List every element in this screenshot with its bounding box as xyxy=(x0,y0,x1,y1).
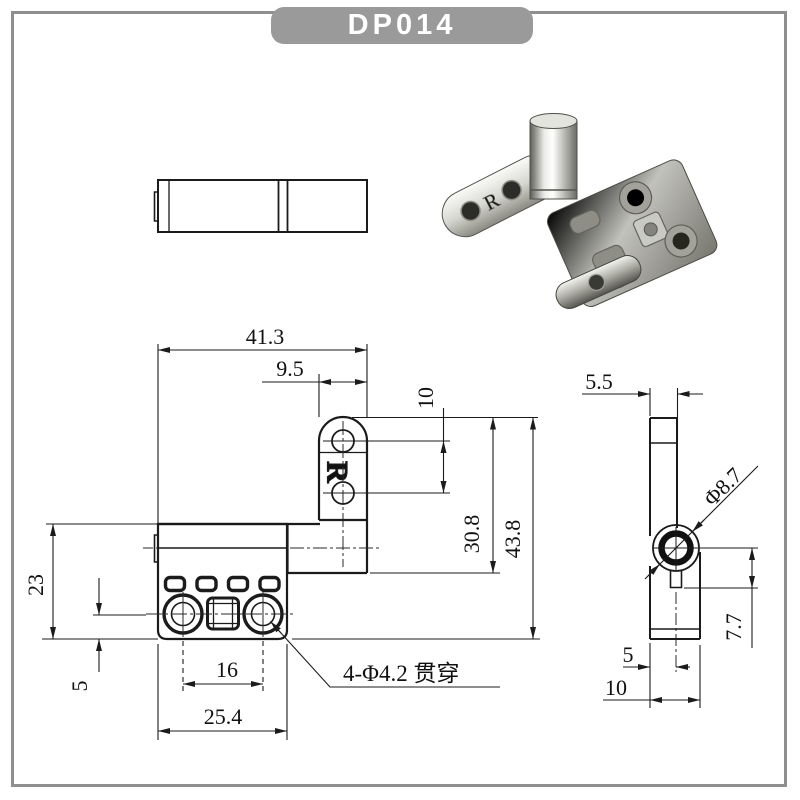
top-view xyxy=(153,179,368,233)
vent-slots xyxy=(163,575,281,593)
part-number: DP014 xyxy=(347,9,457,41)
side-view xyxy=(649,417,701,640)
dim-hole-to-bottom: 5 xyxy=(67,681,92,692)
dimensions-front xyxy=(42,344,540,740)
centerlines xyxy=(143,421,677,672)
dim-overall-width: 41.3 xyxy=(246,324,285,349)
drawing-marking-r: R xyxy=(321,461,354,483)
photo-arm-hole xyxy=(460,200,481,222)
dim-body-height: 23 xyxy=(23,574,48,596)
product-photo: R xyxy=(441,113,718,310)
photo-bottom-knuckle xyxy=(555,255,642,310)
dim-knuckle-bottom-height: 30.8 xyxy=(459,515,484,554)
dim-knuckle-diameter: Φ8.7 xyxy=(698,462,747,511)
dim-knuckle-center-to-tab: 7.7 xyxy=(721,613,746,641)
dimensions-side xyxy=(582,388,759,708)
dim-overall-depth: 10 xyxy=(605,675,627,700)
photo-barrel xyxy=(529,113,578,200)
photo-body xyxy=(546,159,718,308)
dimension-labels-front: 41.3 9.5 10 30.8 43.8 23 5 16 25.4 4-Φ4.… xyxy=(23,324,525,729)
knuckle-outer xyxy=(652,524,700,572)
dim-body-width: 25.4 xyxy=(204,704,243,729)
front-view-tab xyxy=(153,534,158,563)
dim-overall-height: 43.8 xyxy=(500,520,525,559)
front-view: R xyxy=(153,415,369,641)
top-view-tab xyxy=(153,191,158,222)
knuckle-tab xyxy=(669,571,683,589)
dim-edge-to-center: 5 xyxy=(623,642,634,667)
photo-arm-hole xyxy=(501,179,522,201)
dim-arm-hole-spacing: 10 xyxy=(413,387,438,409)
holes-note: 4-Φ4.2 贯穿 xyxy=(343,661,459,686)
dim-arm-width: 9.5 xyxy=(276,356,304,381)
dim-hole-pitch: 16 xyxy=(216,657,238,682)
dim-leaf-thickness: 5.5 xyxy=(585,369,613,394)
part-number-badge: DP014 xyxy=(271,7,533,44)
